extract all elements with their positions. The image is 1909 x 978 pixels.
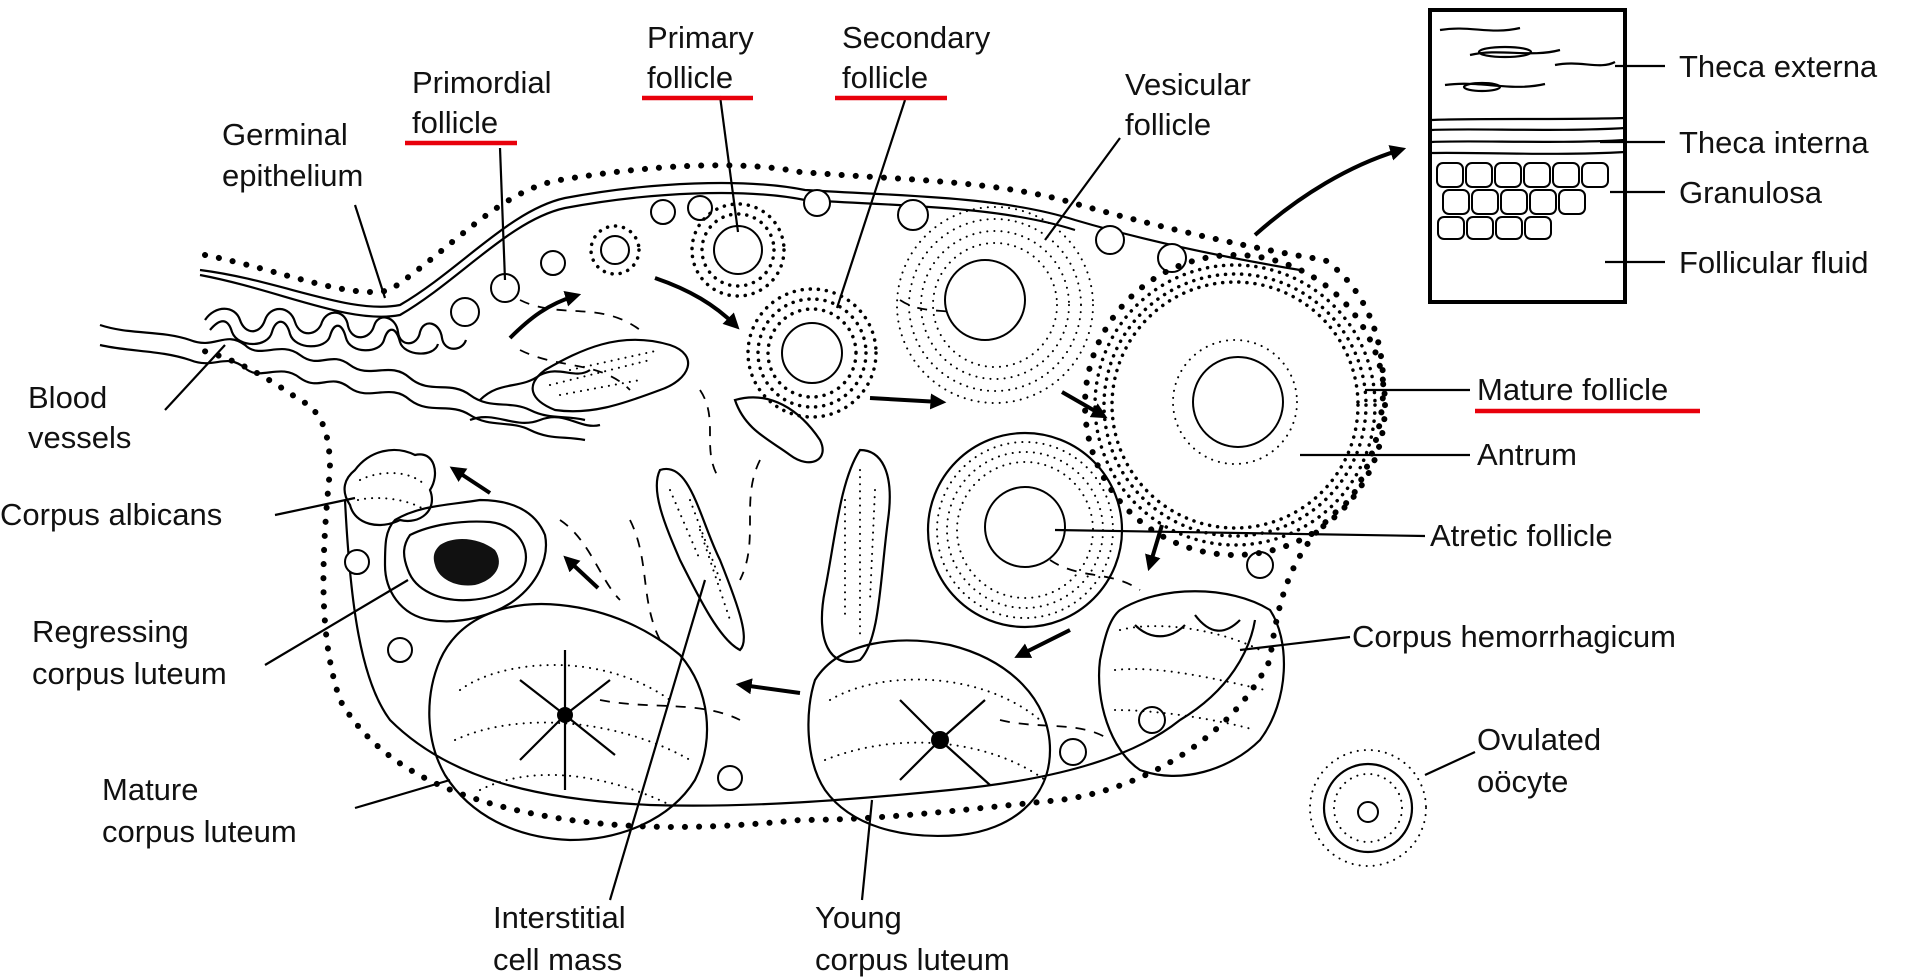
primary-follicle (591, 204, 784, 296)
label-theca-interna: Theca interna (1679, 125, 1869, 160)
label-corpus-albicans: Corpus albicans (0, 497, 222, 532)
label-primary-line2: follicle (647, 60, 733, 95)
label-secondary-line2: follicle (842, 60, 928, 95)
ovulated-oocyte (1310, 750, 1426, 866)
label-germinal-line2: epithelium (222, 158, 363, 193)
ovary-outline (200, 165, 1383, 827)
young-corpus-luteum (808, 641, 1050, 836)
label-ovulated-line2: oöcyte (1477, 764, 1568, 799)
label-primordial-line1: Primordial (412, 65, 552, 100)
label-blood-line2: vessels (28, 420, 131, 455)
label-young-cl-line2: corpus luteum (815, 942, 1010, 977)
label-regressing-line2: corpus luteum (32, 656, 227, 691)
label-follicular-fluid: Follicular fluid (1679, 245, 1869, 280)
label-germinal-line1: Germinal (222, 117, 348, 152)
blood-vessels (100, 309, 600, 440)
inset-follicle-wall (1430, 10, 1625, 302)
vesicular-follicle (897, 207, 1093, 403)
label-interstitial-line2: cell mass (493, 942, 622, 977)
corpus-albicans (345, 450, 435, 525)
label-atretic: Atretic follicle (1430, 518, 1613, 553)
regressing-corpus-luteum (385, 500, 546, 621)
label-mature-cl-line1: Mature (102, 772, 198, 807)
label-secondary-line1: Secondary (842, 20, 991, 55)
label-hemorrhagicum: Corpus hemorrhagicum (1352, 619, 1676, 654)
label-mature-cl-line2: corpus luteum (102, 814, 297, 849)
label-mature-follicle: Mature follicle (1477, 372, 1668, 407)
label-primary-line1: Primary (647, 20, 754, 55)
label-vesicular-line1: Vesicular (1125, 67, 1251, 102)
label-blood-line1: Blood (28, 380, 107, 415)
label-primordial-line2: follicle (412, 105, 498, 140)
label-theca-externa: Theca externa (1679, 49, 1878, 84)
label-interstitial-line1: Interstitial (493, 900, 626, 935)
interstitial-cell-mass (533, 340, 890, 662)
secondary-follicle (748, 289, 876, 417)
label-granulosa: Granulosa (1679, 175, 1823, 210)
label-antrum: Antrum (1477, 437, 1577, 472)
mature-follicle (1085, 255, 1385, 555)
label-regressing-line1: Regressing (32, 614, 189, 649)
label-vesicular-line2: follicle (1125, 107, 1211, 142)
label-young-cl-line1: Young (815, 900, 902, 935)
label-ovulated-line1: Ovulated (1477, 722, 1601, 757)
